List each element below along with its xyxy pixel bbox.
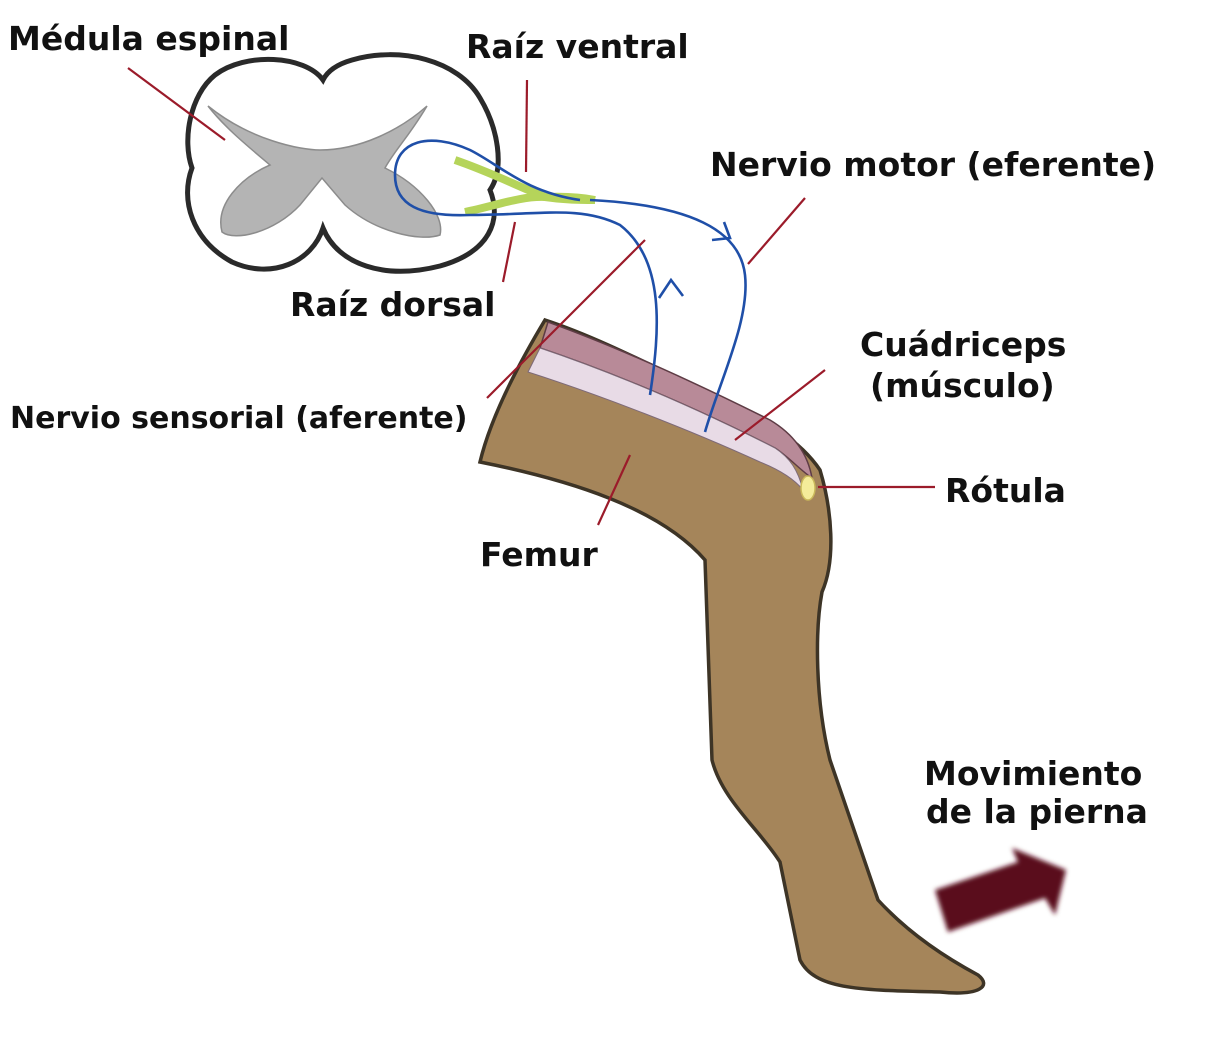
label-movement-line2: de la pierna — [926, 792, 1148, 831]
patella-shape — [800, 475, 816, 501]
sensory-arrow-icon — [657, 277, 685, 299]
leader-lines — [127, 67, 935, 526]
leader-femur — [596, 454, 632, 526]
label-quadriceps-line1: Cuádriceps — [860, 325, 1066, 364]
dorsal-root — [464, 192, 596, 216]
motor-arrow-icon — [711, 221, 732, 242]
label-movement-line1: Movimiento — [924, 754, 1142, 793]
sensory-nerve-path — [393, 139, 659, 396]
motor-nerve-path — [589, 198, 747, 433]
gray-matter — [207, 105, 442, 238]
leader-quadriceps — [734, 369, 826, 441]
leader-ventral-root — [524, 79, 529, 173]
label-sensory-nerve: Nervio sensorial (aferente) — [10, 401, 467, 436]
spinal-cord — [185, 52, 501, 274]
label-dorsal-root: Raíz dorsal — [290, 285, 495, 324]
label-ventral-root: Raíz ventral — [466, 27, 689, 66]
nerves — [393, 139, 747, 433]
label-femur: Femur — [480, 535, 598, 574]
leader-spinal-cord — [127, 67, 226, 141]
leader-motor-nerve — [747, 197, 806, 265]
leader-sensory-nerve — [486, 239, 646, 399]
label-quadriceps-line2: (músculo) — [870, 366, 1055, 405]
movement-arrow-icon — [935, 848, 1066, 932]
label-spinal-cord: Médula espinal — [8, 19, 289, 58]
leader-dorsal-root — [501, 221, 517, 283]
leg — [477, 317, 986, 995]
label-patella: Rótula — [945, 471, 1066, 510]
label-motor-nerve: Nervio motor (eferente) — [710, 145, 1156, 184]
